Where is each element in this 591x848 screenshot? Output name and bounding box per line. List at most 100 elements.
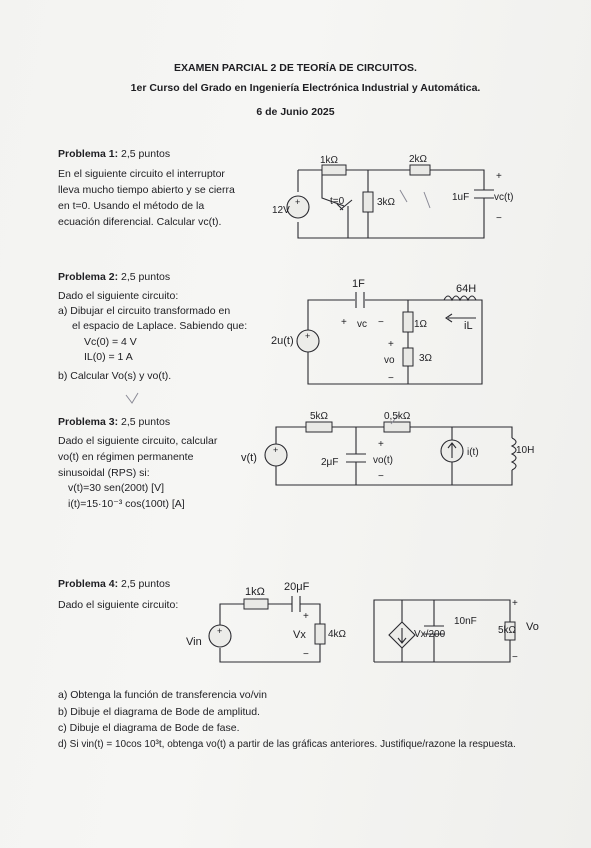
exam-date: 6 de Junio 2025 (256, 106, 335, 118)
p2-item-a-1: a) Dibujar el circuito transformado en (58, 305, 231, 317)
problem-3-heading: Problema 3: 2,5 puntos (58, 416, 170, 429)
p1-label-cap: 1uF (452, 192, 469, 203)
p4-label-vx: Vx (293, 629, 306, 641)
p4-dependent-source (388, 621, 416, 649)
p3-eq-2: i(t)=15·10⁻³ cos(100t) [A] (68, 498, 185, 510)
p4-resistor-1k (243, 598, 269, 610)
p2-voltage-source: + (296, 329, 320, 353)
p4-label-dep: Vx/200 (414, 629, 446, 640)
p4-label-vx-plus: + (303, 611, 309, 622)
problem-1-points: 2,5 puntos (121, 148, 171, 160)
p4-resistor-4k (314, 623, 326, 645)
p3-inductor (510, 437, 517, 471)
p4-label-vx-minus: − (303, 649, 309, 660)
p2-pen-check (125, 392, 139, 404)
problem-4-points: 2,5 puntos (121, 578, 171, 590)
p2-label-vo-plus: + (388, 339, 394, 350)
p1-line-2: lleva mucho tiempo abierto y se cierra (58, 184, 235, 196)
p2-cond-vc: Vc(0) = 4 V (84, 336, 137, 348)
p3-eq-1: v(t)=30 sen(200t) [V] (68, 482, 165, 494)
p4-capacitor-20uf (291, 596, 301, 612)
p1-resistor-1k (321, 164, 347, 176)
p1-pen-marks (399, 189, 431, 209)
p3-line-3: sinusoidal (RPS) si: (58, 467, 150, 479)
p3-resistor-5k (305, 421, 333, 433)
p2-item-a-2: el espacio de Laplace. Sabiendo que: (72, 320, 248, 332)
p4-label-vo-plus: + (512, 598, 518, 609)
p3-current-source (440, 439, 464, 463)
svg-text:+: + (217, 626, 222, 636)
p1-voltage-source: + (286, 195, 310, 219)
circuit-1-wires (297, 169, 485, 239)
p4-intro: Dado el siguiente circuito: (58, 599, 179, 611)
p2-label-vc: vc (357, 319, 367, 330)
p2-intro: Dado el siguiente circuito: (58, 290, 179, 302)
svg-text:+: + (273, 445, 278, 455)
p2-resistor-1 (402, 311, 414, 333)
p2-label-il: iL (464, 320, 473, 332)
p3-label-2uf: 2μF (321, 457, 338, 468)
p2-label-vo-minus: − (388, 373, 394, 384)
p2-label-1f: 1F (352, 278, 365, 290)
p3-line-2: vo(t) en régimen permanente (58, 451, 194, 463)
p4-label-vo-minus: − (512, 652, 518, 663)
p4-label-vin: Vin (186, 636, 202, 648)
problem-3-points: 2,5 puntos (121, 416, 171, 428)
p4-label-1k: 1kΩ (245, 586, 265, 598)
exam-title: EXAMEN PARCIAL 2 DE TEORÍA DE CIRCUITOS. (174, 62, 417, 74)
problem-2-points: 2,5 puntos (121, 271, 171, 283)
problem-2-title: Problema 2: (58, 271, 119, 283)
p2-label-vc-plus: + (341, 317, 347, 328)
p3-label-vo-minus: − (378, 471, 384, 482)
problem-1-title: Problema 1: (58, 148, 119, 160)
p4-question-a: a) Obtenga la función de transferencia v… (58, 689, 267, 701)
p4-label-4k: 4kΩ (328, 629, 347, 640)
p1-resistor-3k (362, 191, 374, 213)
p4-question-d: d) Si vin(t) = 10cos 10³t, obtenga vo(t)… (58, 739, 516, 750)
p4-label-10nf: 10nF (454, 616, 477, 627)
p1-label-vc: vc(t) (494, 192, 513, 203)
p3-line-1: Dado el siguiente circuito, calcular (58, 435, 218, 447)
course-line: 1er Curso del Grado en Ingeniería Electr… (130, 82, 481, 94)
p2-resistor-3 (402, 347, 414, 367)
p1-switch-arrow (336, 199, 353, 211)
p3-label-vo: vo(t) (373, 455, 393, 466)
p2-label-3ohm: 3Ω (419, 353, 433, 364)
p3-pen-mark (390, 413, 400, 425)
svg-text:+: + (295, 197, 300, 207)
p3-label-isrc: i(t) (467, 447, 479, 458)
p4-label-20uf: 20μF (284, 581, 310, 593)
problem-4-title: Problema 4: (58, 578, 119, 590)
p1-line-4: ecuación diferencial. Calcular vᴄ(t). (58, 216, 222, 228)
p2-label-vc-minus: − (378, 317, 384, 328)
p3-label-10h: 10H (516, 445, 534, 456)
problem-1-heading: Problema 1: 2,5 puntos (58, 148, 170, 161)
p4-question-c: c) Dibuje el diagrama de Bode de fase. (58, 722, 240, 734)
problem-3-title: Problema 3: (58, 416, 119, 428)
p4-question-b: b) Dibuje el diagrama de Bode de amplitu… (58, 706, 260, 718)
problem-4-heading: Problema 4: 2,5 puntos (58, 578, 170, 591)
p1-line-1: En el siguiente circuito el interruptor (58, 168, 225, 180)
p3-capacitor (346, 453, 366, 463)
p1-label-3k: 3kΩ (377, 197, 396, 208)
p4-voltage-source: + (208, 624, 232, 648)
p2-label-source: 2u(t) (271, 335, 294, 347)
p2-item-b: b) Calcular Vo(s) y vo(t). (58, 370, 172, 382)
p2-inductor (443, 295, 477, 302)
p1-label-minus: − (496, 213, 502, 224)
p3-resistor-05k (383, 421, 411, 433)
p2-label-1ohm: 1Ω (414, 319, 428, 330)
p2-label-vo: vo (384, 355, 395, 366)
p2-cond-il: IL(0) = 1 A (84, 351, 133, 363)
p1-capacitor (474, 189, 494, 199)
p1-label-1k: 1kΩ (320, 155, 339, 166)
problem-2-heading: Problema 2: 2,5 puntos (58, 271, 170, 284)
p1-line-3: en t=0. Usando el método de la (58, 200, 205, 212)
p4-resistor-5k (504, 621, 516, 641)
p2-label-64h: 64H (456, 283, 476, 295)
